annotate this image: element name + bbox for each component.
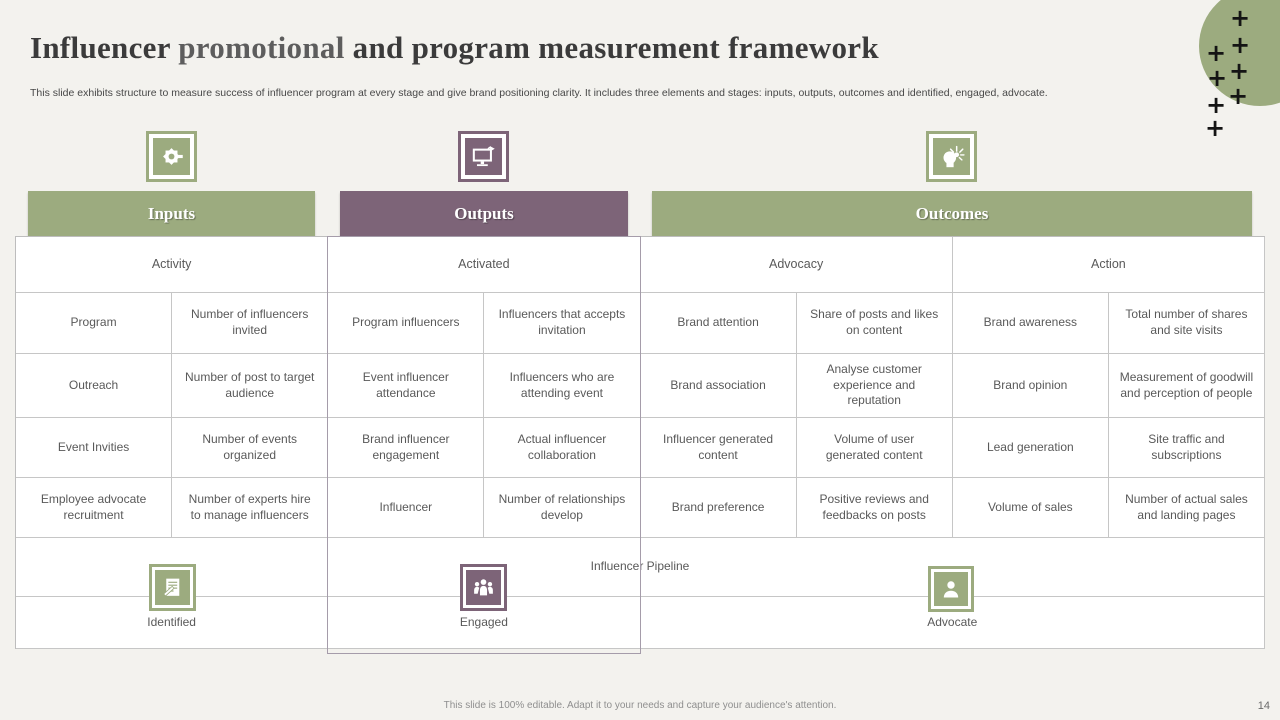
table-cell: Event influencer attendance (328, 354, 485, 418)
inputs-header-bar: Inputs (28, 191, 315, 236)
table-cell: Outreach (16, 354, 173, 418)
table-cell: Number of events organized (172, 418, 329, 478)
idea-head-icon (933, 138, 970, 175)
page-title: Influencer promotional and program measu… (30, 30, 1150, 66)
table-cell: Influencer generated content (640, 418, 797, 478)
identified-icon-box (149, 564, 196, 611)
table-cell: Number of relationships develop (484, 478, 641, 538)
table-cell: Measurement of goodwill and perception o… (1108, 354, 1265, 418)
table-cell: Program influencers (328, 293, 485, 354)
document-pen-icon (155, 570, 190, 605)
plus-icon: + (1230, 31, 1251, 59)
footer-note: This slide is 100% editable. Adapt it to… (443, 700, 837, 711)
table-cell: Analyse customer experience and reputati… (796, 354, 953, 418)
table-cell: Employee advocate recruitment (16, 478, 173, 538)
subtitle: This slide exhibits structure to measure… (30, 87, 1048, 99)
title-part-1: Influencer (30, 30, 179, 65)
table-cell: Share of posts and likes on content (796, 293, 953, 354)
plus-icon: + (1230, 4, 1251, 32)
table-cell: Positive reviews and feedbacks on posts (796, 478, 953, 538)
outputs-header-bar: Outputs (340, 191, 628, 236)
title-part-3: and program measurement framework (344, 30, 879, 65)
group-header-activated: Activated (328, 237, 641, 293)
table-cell: Program (16, 293, 173, 354)
plus-icon: + (1206, 39, 1227, 67)
table-cell: Brand opinion (952, 354, 1109, 418)
table-cell: Number of post to target audience (172, 354, 329, 418)
table-cell: Brand influencer engagement (328, 418, 485, 478)
plus-icon: + (1206, 91, 1227, 119)
inputs-label: Inputs (147, 203, 196, 223)
table-cell: Lead generation (952, 418, 1109, 478)
table-cell: Site traffic and subscriptions (1108, 418, 1265, 478)
table-cell: Influencers who are attending event (484, 354, 641, 418)
people-group-icon (466, 570, 501, 605)
pipeline-stage-engaged: Engaged (328, 597, 641, 649)
outcomes-icon-box (926, 131, 977, 182)
table-cell: Number of influencers invited (172, 293, 329, 354)
table-cell: Volume of sales (952, 478, 1109, 538)
engaged-icon-box (460, 564, 507, 611)
table-cell: Influencers that accepts invitation (484, 293, 641, 354)
table-cell: Brand preference (640, 478, 797, 538)
pipeline-row: Influencer Pipeline (16, 538, 1265, 597)
outcomes-label: Outcomes (915, 203, 989, 223)
group-header-advocacy: Advocacy (640, 237, 953, 293)
inputs-icon-box (146, 131, 197, 182)
person-icon (934, 572, 968, 606)
table-cell: Volume of user generated content (796, 418, 953, 478)
table-cell: Event Invities (16, 418, 173, 478)
framework-table: Activity Activated Advocacy Action Progr… (15, 236, 1265, 649)
plus-icon: + (1229, 57, 1250, 85)
group-header-action: Action (952, 237, 1265, 293)
outcomes-header-bar: Outcomes (652, 191, 1252, 236)
table-cell: Brand awareness (952, 293, 1109, 354)
table-cell: Actual influencer collaboration (484, 418, 641, 478)
plus-icon: + (1205, 114, 1226, 142)
table-cell: Influencer (328, 478, 485, 538)
plus-icon: + (1228, 82, 1249, 110)
table-cell: Brand association (640, 354, 797, 418)
group-header-activity: Activity (16, 237, 329, 293)
table-cell: Number of experts hire to manage influen… (172, 478, 329, 538)
outputs-icon-box (458, 131, 509, 182)
title-part-2: promotional (178, 30, 345, 65)
table-cell: Number of actual sales and landing pages (1108, 478, 1265, 538)
gear-wrench-icon (153, 138, 190, 175)
table-cell: Total number of shares and site visits (1108, 293, 1265, 354)
monitor-share-icon (465, 138, 502, 175)
plus-icon: + (1207, 64, 1228, 92)
advocate-icon-box (928, 566, 974, 612)
outputs-label: Outputs (454, 203, 514, 223)
table-cell: Brand attention (640, 293, 797, 354)
page-number: 14 (1257, 700, 1270, 712)
